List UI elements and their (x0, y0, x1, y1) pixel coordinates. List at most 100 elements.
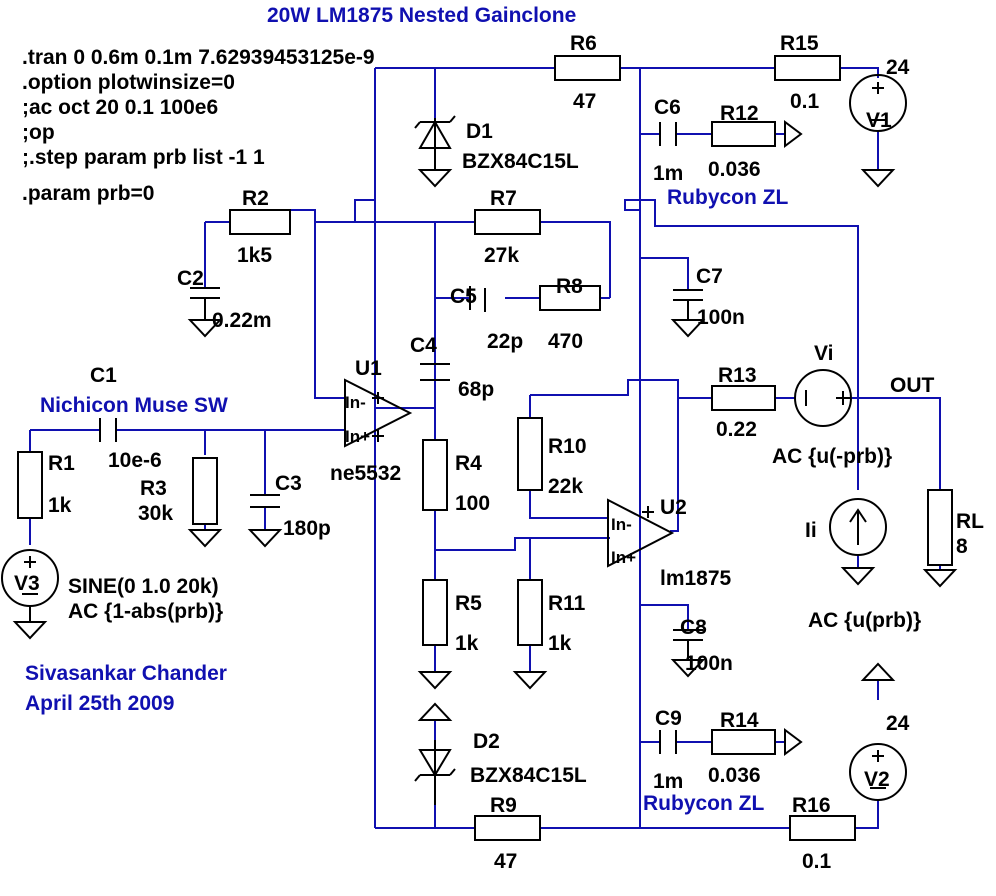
resistor-rl (927, 489, 953, 566)
label-r5-name: R5 (455, 592, 482, 615)
u1-pin-in-minus: In- (345, 393, 366, 412)
zener-diode-d1 (414, 115, 456, 170)
resistor-r14 (711, 729, 776, 755)
label-r16-name: R16 (792, 794, 831, 817)
label-c9-name: C9 (655, 707, 682, 730)
capacitor-c3 (250, 494, 280, 508)
label-r13-name: R13 (718, 364, 757, 387)
label-d1-name: D1 (466, 120, 493, 143)
resistor-r12 (711, 121, 776, 147)
label-c2-name: C2 (177, 267, 204, 290)
grounds (12, 120, 958, 756)
directive-line: .tran 0 0.6m 0.1m 7.62939453125e-9 (22, 46, 375, 69)
label-r12-name: R12 (720, 102, 759, 125)
label-r6-name: R6 (570, 32, 597, 55)
author-label: Sivasankar Chander (25, 662, 227, 685)
page-title: 20W LM1875 Nested Gainclone (267, 4, 576, 27)
resistor-r15 (774, 55, 841, 81)
u2-supply-pin (642, 506, 654, 518)
sources (1, 74, 907, 801)
resistor-r2 (229, 209, 291, 235)
current-source-ii (829, 498, 887, 556)
ground-icon (784, 728, 803, 756)
label-c5-name: C5 (450, 285, 477, 308)
label-ii-value: AC {u(prb)} (808, 609, 921, 632)
label-vi-value: AC {u(-prb)} (772, 445, 892, 468)
label-r6-value: 47 (573, 90, 596, 113)
ground-icon (187, 529, 223, 548)
capacitor-c9 (659, 730, 677, 754)
label-c5-value: 22p (487, 330, 523, 353)
u2-pin-in-minus: In- (611, 515, 632, 534)
label-c6-name: C6 (654, 96, 681, 119)
label-r1-name: R1 (48, 452, 75, 475)
date-label: April 25th 2009 (25, 692, 174, 715)
resistor-r4 (422, 439, 448, 511)
label-r7-value: 27k (484, 244, 519, 267)
label-r3-value: 30k (138, 502, 173, 525)
label-c4-name: C4 (410, 334, 437, 357)
label-u2-name: U2 (660, 496, 687, 519)
capacitors (99, 122, 703, 754)
label-d2-name: D2 (473, 730, 500, 753)
ground-icon (247, 529, 283, 548)
label-v1-value: 24 (886, 56, 910, 79)
capacitor-c5 (469, 286, 486, 312)
label-r8-value: 470 (548, 330, 583, 353)
label-vi-name: Vi (814, 342, 833, 365)
ground-icon (840, 567, 876, 586)
label-v3-value: SINE(0 1.0 20k) (68, 575, 219, 598)
capacitor-c1 (99, 418, 117, 442)
resistor-r10 (517, 417, 543, 491)
label-c4-value: 68p (458, 378, 494, 401)
ground-icon (417, 169, 453, 188)
ground-icon (417, 702, 453, 721)
label-r11-name: R11 (548, 592, 586, 615)
ground-icon (860, 169, 896, 188)
label-r5-value: 1k (455, 632, 479, 655)
directive-line: ;op (22, 121, 55, 144)
net-label-out: OUT (890, 374, 935, 397)
label-r10-value: 22k (548, 475, 583, 498)
label-ii-name: Ii (805, 519, 817, 542)
label-r12-value: 0.036 (708, 158, 761, 181)
label-v3-ac: AC {1-abs(prb)} (68, 600, 223, 623)
label-r16-value: 0.1 (802, 850, 832, 873)
voltage-source-vi (794, 369, 852, 427)
capacitor-c8 (673, 629, 703, 660)
label-c9-value: 1m (653, 770, 683, 793)
capacitor-c4 (420, 363, 450, 381)
label-r7-name: R7 (490, 187, 517, 210)
resistor-r6 (554, 55, 621, 81)
label-v2-value: 24 (886, 712, 910, 735)
label-d1-value: BZX84C15L (462, 150, 579, 173)
diodes (414, 115, 456, 805)
ground-icon (860, 662, 896, 681)
resistor-r16 (789, 815, 856, 841)
opamp-u2 (607, 498, 675, 568)
label-v1-name: V1 (866, 109, 892, 132)
resistor-r8 (539, 285, 601, 311)
resistor-r13 (711, 385, 776, 411)
resistor-r7 (474, 209, 541, 235)
label-rl-value: 8 (956, 535, 968, 558)
resistor-r1 (17, 451, 43, 519)
voltage-source-v1 (849, 74, 907, 132)
resistor-r9 (474, 815, 541, 841)
label-r14-name: R14 (720, 709, 759, 732)
label-r15-name: R15 (780, 32, 819, 55)
label-c8-name: C8 (680, 616, 707, 639)
label-r2-value: 1k5 (237, 244, 272, 267)
label-v2-name: V2 (864, 768, 890, 791)
zener-diode-d2 (414, 740, 456, 805)
voltage-source-v2 (849, 743, 907, 801)
directive-line: .option plotwinsize=0 (22, 71, 235, 94)
label-r3-name: R3 (140, 477, 167, 500)
label-rl-name: RL (956, 510, 984, 533)
label-r8-name: R8 (556, 275, 583, 298)
label-u1-value: ne5532 (330, 462, 401, 485)
label-c3-value: 180p (283, 517, 331, 540)
label-c6-value: 1m (653, 162, 683, 185)
label-r14-value: 0.036 (708, 764, 761, 787)
